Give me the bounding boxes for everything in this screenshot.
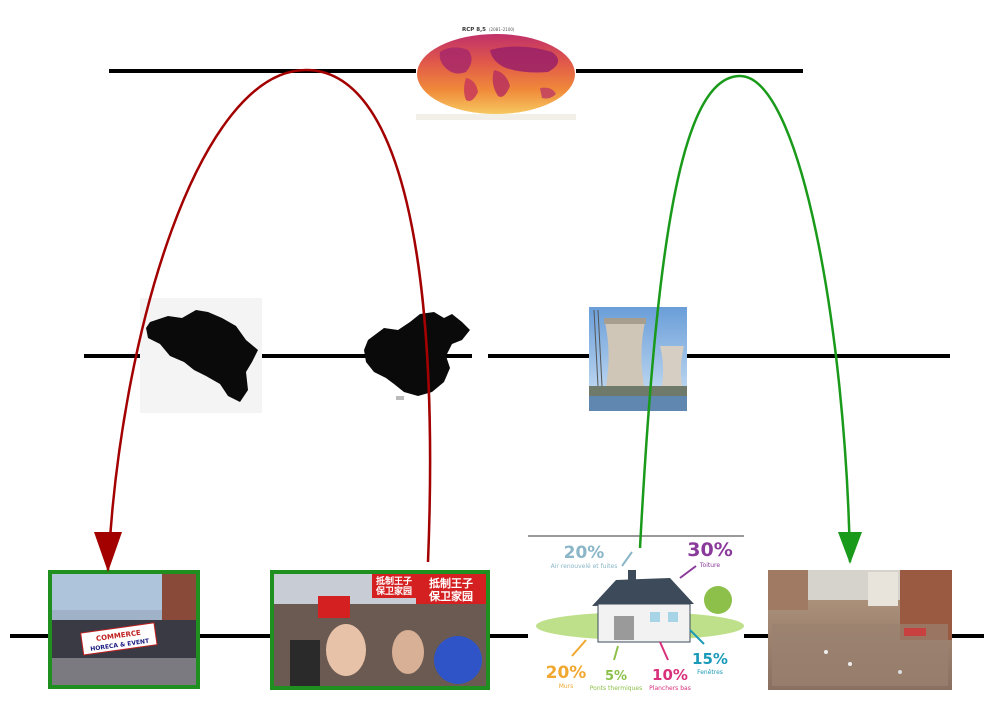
- roof-pct: 30%: [687, 539, 732, 561]
- roof-label: Toiture: [699, 562, 720, 569]
- house-energy-infographic: 20% Air renouvelé et fuites 30% Toiture …: [528, 535, 744, 692]
- china-protest-photo: 抵制王子 保卫家园 抵制王子 保卫家园: [270, 570, 490, 690]
- sign-3: 抵制王子: [429, 576, 473, 590]
- bridges-label: Ponts thermiques: [590, 685, 642, 692]
- walls-pct: 20%: [546, 663, 587, 683]
- floors-label: Planchers bas: [649, 685, 691, 692]
- windows-label: Fenêtres: [697, 669, 723, 676]
- red-arrowhead: [94, 532, 122, 572]
- cooling-towers-image: [589, 307, 687, 411]
- flood-street-photo: [768, 570, 952, 690]
- floors-pct: 10%: [652, 666, 688, 684]
- china-map-icon: [364, 312, 470, 400]
- climate-map-title: RCP 8,5: [462, 27, 486, 33]
- climate-map-subtitle: (2081–2100): [489, 27, 515, 32]
- air-label: Air renouvelé et fuites: [551, 563, 618, 570]
- red-arrow: [106, 68, 432, 571]
- bridges-pct: 5%: [605, 669, 627, 684]
- air-pct: 20%: [564, 543, 605, 563]
- green-arrow: [638, 74, 852, 563]
- sign-4: 保卫家园: [428, 589, 473, 603]
- green-arrowhead: [838, 532, 862, 564]
- sign-1: 抵制王子: [376, 575, 412, 587]
- sign-2: 保卫家园: [375, 585, 412, 597]
- climate-map-image: RCP 8,5 (2081–2100): [416, 20, 576, 120]
- windows-pct: 15%: [692, 650, 728, 668]
- horeca-protest-photo: COMMERCE HORECA & EVENT: [48, 570, 200, 689]
- walls-label: Murs: [559, 683, 574, 690]
- belgium-map-icon: [140, 298, 262, 413]
